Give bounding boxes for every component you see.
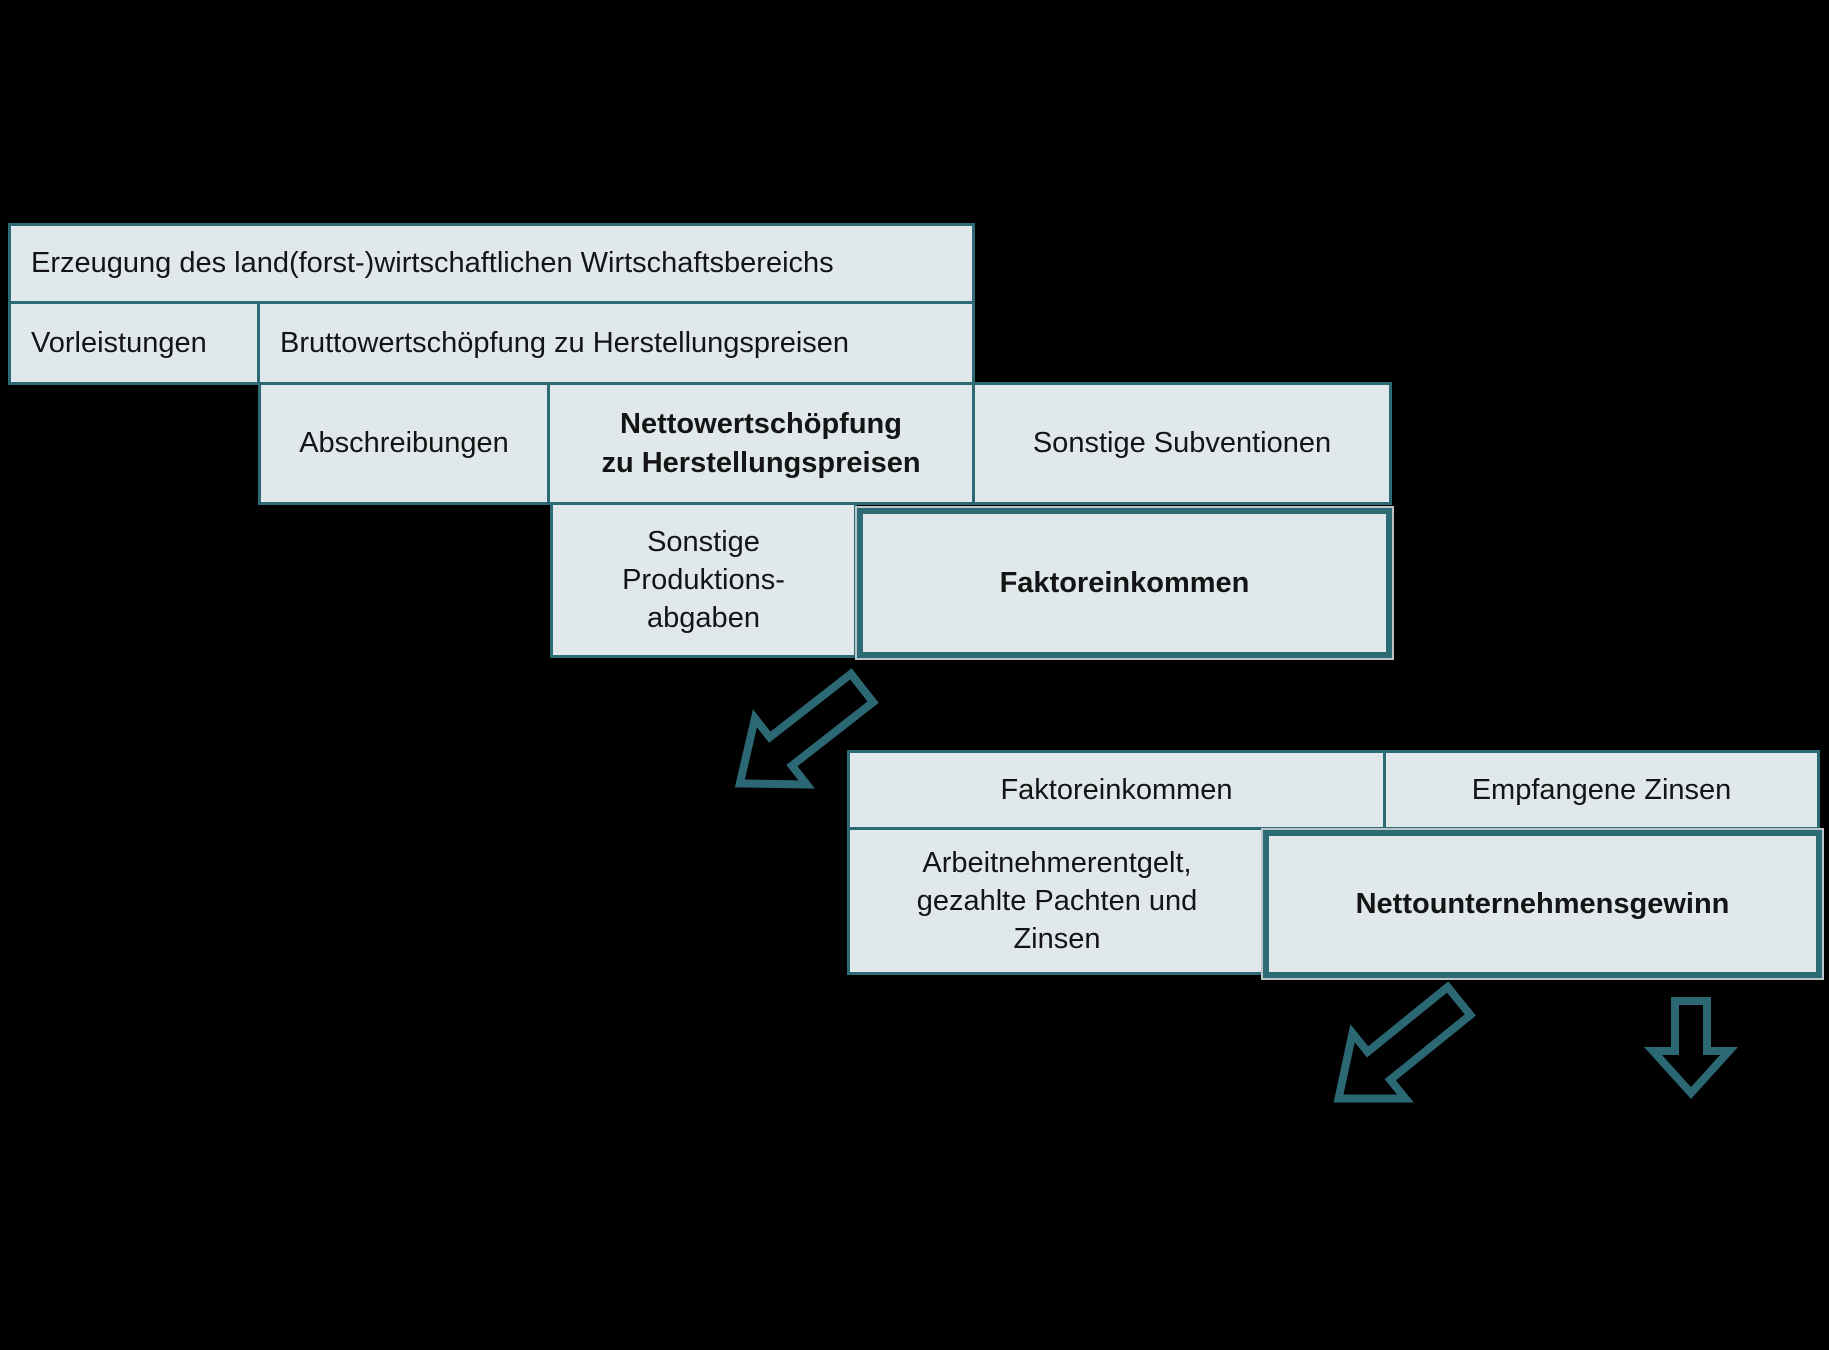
arrow-nettounternehmensgewinn-diagonal <box>1333 981 1476 1103</box>
box-arbeitnehmerentgelt: Arbeitnehmerentgelt, gezahlte Pachten un… <box>847 827 1267 975</box>
box-nettounternehmensgewinn: Nettounternehmensgewinn <box>1261 828 1824 980</box>
arrow-nettounternehmensgewinn-down <box>1643 997 1739 1099</box>
box-sonstige-subventionen: Sonstige Subventionen <box>972 382 1392 505</box>
box-erzeugung-wirtschaftsbereich: Erzeugung des land(forst-)wirtschaftlich… <box>8 223 975 304</box>
box-sonstige-produktionsabgaben: Sonstige Produktions- abgaben <box>550 502 857 658</box>
box-bruttowertschoepfung: Bruttowertschöpfung zu Herstellungspreis… <box>257 301 975 385</box>
box-vorleistungen: Vorleistungen <box>8 301 260 385</box>
box-nettowertschoepfung: Nettowertschöpfung zu Herstellungspreise… <box>547 382 975 505</box>
box-faktoreinkommen-result: Faktoreinkommen <box>855 506 1394 660</box>
box-faktoreinkommen: Faktoreinkommen <box>847 750 1386 830</box>
box-abschreibungen: Abschreibungen <box>258 382 550 505</box>
box-empfangene-zinsen: Empfangene Zinsen <box>1383 750 1820 830</box>
